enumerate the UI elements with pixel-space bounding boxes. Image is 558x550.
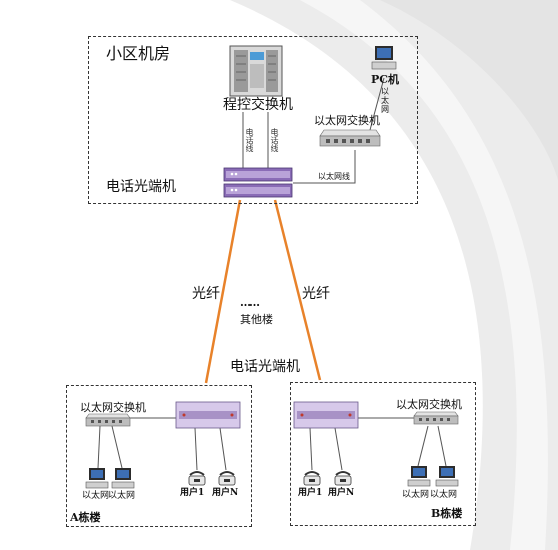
building-a-user1-label: 用户1	[180, 488, 205, 498]
pc-label: PC机	[371, 73, 400, 86]
building-b-title: B栋楼	[431, 507, 463, 520]
ethernet-line-label: 以太网线	[318, 172, 350, 181]
fiber-left	[204, 199, 242, 384]
building-a-pc2-label: 以太网	[108, 491, 136, 501]
building-b-pc2-icon	[435, 466, 459, 487]
phone-line-label-1: 电话线	[245, 128, 254, 152]
fiber-right	[273, 199, 322, 381]
building-a-pc2-icon	[111, 468, 135, 489]
other-buildings-label: 其他楼	[240, 313, 273, 326]
building-a-pc1-icon	[85, 468, 109, 489]
community-room-title: 小区机房	[106, 44, 171, 63]
room-optical-terminal-icon	[223, 167, 293, 198]
building-b-switch-icon	[413, 411, 459, 425]
building-a-switch-label: 以太网交换机	[80, 401, 146, 414]
pbx-label: 程控交换机	[223, 97, 293, 113]
pc-link-label: 以太网	[381, 87, 389, 114]
building-a-title: A栋楼	[70, 511, 101, 524]
building-b-switch-label: 以太网交换机	[396, 398, 462, 411]
building-b-pc1-icon	[407, 466, 431, 487]
building-a-switch-icon	[85, 413, 131, 427]
room-switch-label: 以太网交换机	[314, 114, 380, 127]
phone-line-label-2: 电话线	[270, 128, 279, 152]
building-b-optical-terminal-icon	[293, 401, 359, 429]
building-a-region	[66, 385, 252, 527]
building-b-userN-label: 用户N	[328, 488, 355, 498]
building-a-user1-phone-icon	[188, 471, 206, 486]
building-b-user1-phone-icon	[303, 471, 321, 486]
building-a-userN-phone-icon	[218, 471, 236, 486]
building-terminal-label: 电话光端机	[230, 359, 300, 375]
building-b-pc2-label: 以太网	[430, 490, 458, 500]
room-terminal-label: 电话光端机	[106, 179, 176, 195]
building-b-region	[290, 382, 476, 526]
building-b-user1-label: 用户1	[298, 488, 323, 498]
building-b-userN-phone-icon	[334, 471, 352, 486]
fiber-label-right: 光纤	[302, 286, 330, 302]
building-a-pc1-label: 以太网	[82, 491, 110, 501]
pbx-server-icon	[229, 45, 283, 97]
pc-icon	[371, 46, 397, 70]
building-b-pc1-label: 以太网	[402, 490, 430, 500]
community-room-region	[88, 36, 418, 204]
fiber-label-left: 光纤	[192, 286, 220, 302]
room-switch-icon	[319, 129, 381, 147]
building-a-optical-terminal-icon	[175, 401, 241, 429]
other-buildings-dots: ……	[240, 296, 260, 309]
building-a-userN-label: 用户N	[212, 488, 239, 498]
